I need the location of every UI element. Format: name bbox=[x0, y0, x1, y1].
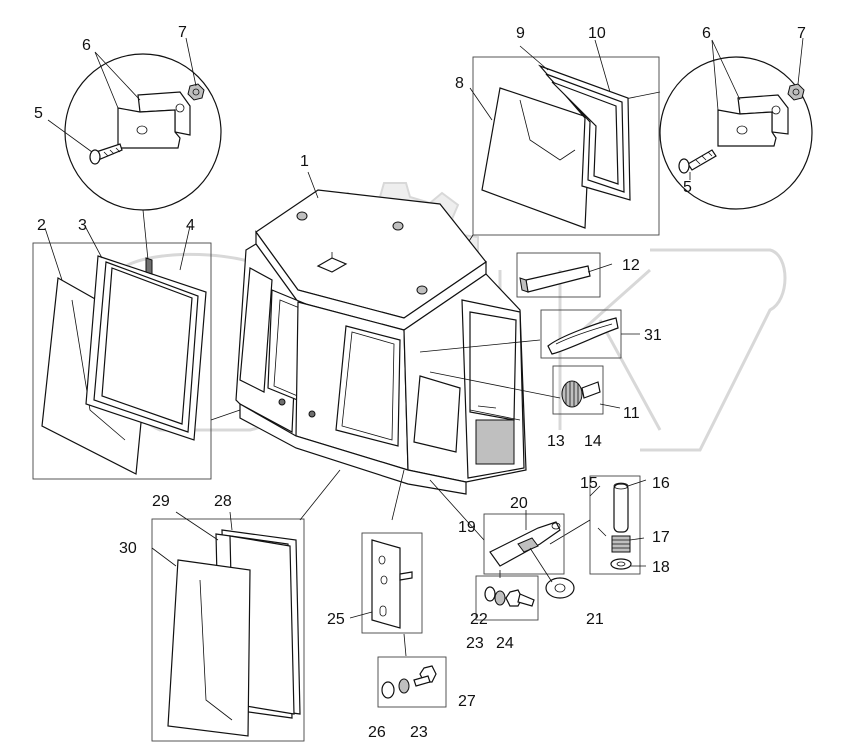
callout-11: 11 bbox=[623, 405, 640, 422]
callout-23-top: 23 bbox=[466, 635, 484, 652]
callout-15: 15 bbox=[580, 475, 598, 492]
callout-2: 2 bbox=[37, 217, 46, 234]
window-set-bottom-left bbox=[151, 469, 341, 742]
callout-29: 29 bbox=[152, 493, 170, 510]
callout-13: 13 bbox=[547, 433, 565, 450]
callout-9: 9 bbox=[516, 25, 525, 42]
cab-body bbox=[235, 171, 561, 495]
callout-24: 24 bbox=[496, 635, 514, 652]
callout-12: 12 bbox=[622, 257, 640, 274]
callout-27: 27 bbox=[458, 693, 476, 710]
callout-1: 1 bbox=[300, 153, 309, 170]
callout-17: 17 bbox=[652, 529, 670, 546]
callout-16: 16 bbox=[652, 475, 670, 492]
part-25-plate bbox=[349, 469, 423, 634]
callout-6-left: 6 bbox=[82, 37, 91, 54]
callout-26: 26 bbox=[368, 724, 386, 741]
callout-5-right: 5 bbox=[683, 179, 692, 196]
latch-assembly bbox=[429, 479, 575, 599]
callout-21: 21 bbox=[586, 611, 604, 628]
washer-bolt-set bbox=[475, 570, 539, 621]
callout-labels: 1 2 3 4 5 5 6 6 7 7 8 9 10 11 12 13 14 1… bbox=[34, 24, 806, 741]
pin-assembly-box bbox=[549, 475, 647, 575]
callout-20: 20 bbox=[510, 495, 528, 512]
callout-19: 19 bbox=[458, 519, 476, 536]
callout-30: 30 bbox=[119, 540, 137, 557]
callout-4: 4 bbox=[186, 217, 195, 234]
callout-25: 25 bbox=[327, 611, 345, 628]
callout-22: 22 bbox=[470, 611, 488, 628]
callout-6-right: 6 bbox=[702, 25, 711, 42]
bolt-washer-set-bottom bbox=[377, 633, 447, 708]
callout-23-bottom: 23 bbox=[410, 724, 428, 741]
callout-14: 14 bbox=[584, 433, 602, 450]
part-31-seal bbox=[540, 309, 640, 359]
part-11-knob bbox=[552, 365, 621, 415]
window-set-top-right bbox=[459, 39, 660, 256]
window-set-left bbox=[32, 225, 241, 480]
callout-10: 10 bbox=[588, 25, 606, 42]
callout-3: 3 bbox=[78, 217, 87, 234]
callout-7-right: 7 bbox=[797, 25, 806, 42]
callout-18: 18 bbox=[652, 559, 670, 576]
callout-31: 31 bbox=[644, 327, 662, 344]
detail-circle-left bbox=[47, 37, 222, 261]
detail-circle-right bbox=[619, 37, 813, 210]
callout-5-left: 5 bbox=[34, 105, 43, 122]
callout-8: 8 bbox=[455, 75, 464, 92]
part-12-block bbox=[516, 252, 613, 298]
callout-7-left: 7 bbox=[178, 24, 187, 41]
callout-28: 28 bbox=[214, 493, 232, 510]
